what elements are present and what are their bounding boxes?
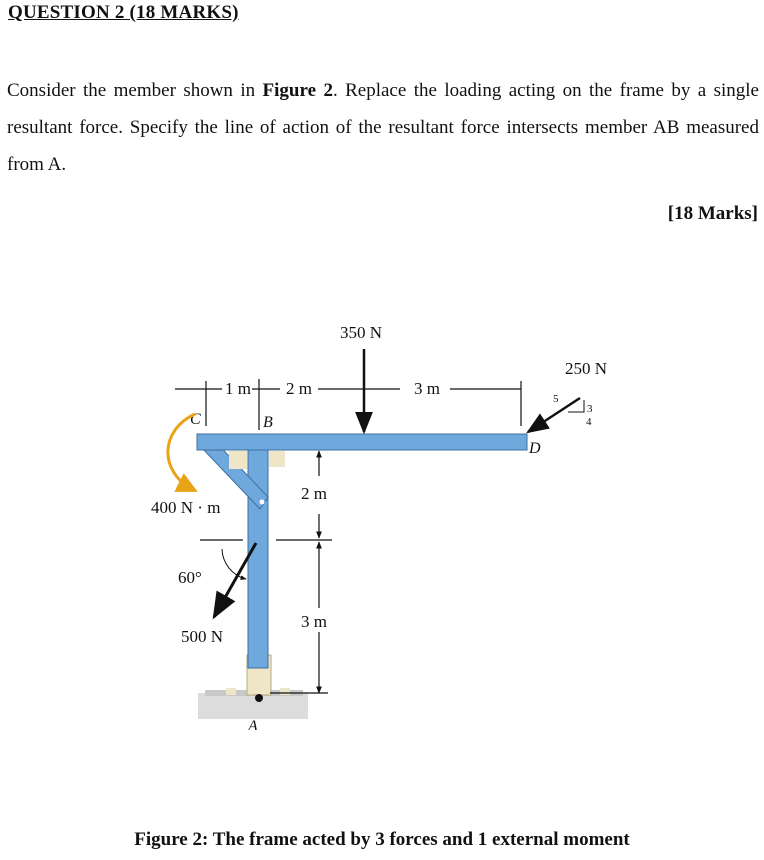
gusset-left xyxy=(229,451,247,469)
dim-3m-side: 3 m xyxy=(301,612,327,631)
figure-reference: Figure 2 xyxy=(262,80,333,101)
label-a: A xyxy=(247,718,258,730)
side-dimension-line xyxy=(270,450,332,694)
angle-arc xyxy=(221,548,247,580)
slope-5: 5 xyxy=(553,393,559,405)
question-text-part-1: Consider the member shown in xyxy=(7,80,263,101)
dim-3m-top: 3 m xyxy=(414,379,440,398)
marks-label: [18 Marks] xyxy=(667,203,758,224)
beam-cd xyxy=(196,433,528,451)
force-500-label: 500 N xyxy=(181,627,223,646)
moment-label: 400 N · m xyxy=(151,498,220,517)
moment-arrow xyxy=(166,412,198,492)
force-350-label: 350 N xyxy=(340,323,382,342)
gusset-right xyxy=(269,451,285,467)
frame-figure: 1 m 2 m 3 m C B D A 350 N 250 N 5 3 4 40… xyxy=(151,323,607,730)
slope-triangle xyxy=(568,400,585,413)
slope-4: 4 xyxy=(586,416,592,428)
question-text-part-2: . Replace the loading acting on the fram… xyxy=(7,80,759,175)
question-text: Consider the member shown in Figure 2. R… xyxy=(7,72,759,183)
label-c: C xyxy=(190,411,201,428)
ground-support xyxy=(198,654,308,719)
force-500-arrow xyxy=(212,542,258,620)
dim-2m-side: 2 m xyxy=(301,484,327,503)
dim-2m-top: 2 m xyxy=(286,379,312,398)
dim-1m: 1 m xyxy=(225,379,251,398)
slope-3: 3 xyxy=(587,403,593,415)
angle-60-label: 60° xyxy=(178,568,202,587)
force-250-label: 250 N xyxy=(565,359,607,378)
label-b: B xyxy=(263,414,273,431)
figure-caption: Figure 2: The frame acted by 3 forces an… xyxy=(134,829,630,850)
question-heading: QUESTION 2 (18 MARKS) xyxy=(8,2,239,23)
force-250-arrow xyxy=(526,396,581,434)
label-d: D xyxy=(528,440,541,457)
